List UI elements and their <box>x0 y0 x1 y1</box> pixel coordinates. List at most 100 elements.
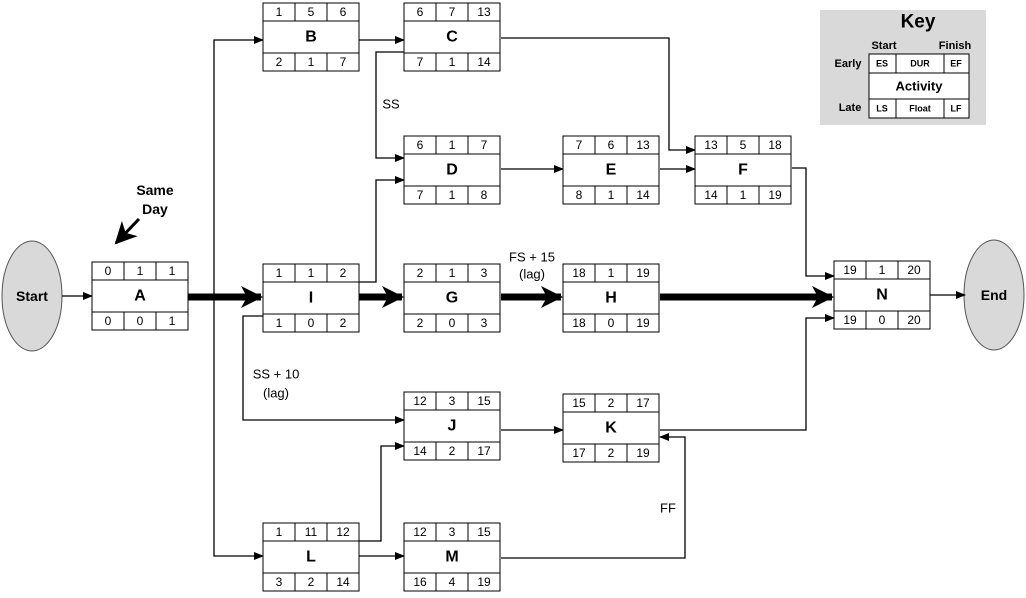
activity-i-es: 1 <box>276 266 283 280</box>
activity-h-lf: 19 <box>636 316 650 330</box>
edge-m-k-ff <box>501 433 686 559</box>
activity-f-es: 13 <box>704 138 718 152</box>
activity-n-lf: 20 <box>907 313 921 327</box>
activity-n-dur: 1 <box>879 263 886 277</box>
activity-i-lf: 2 <box>340 316 347 330</box>
activity-j-lf: 17 <box>477 444 491 458</box>
activity-e-ef: 13 <box>636 138 650 152</box>
edge-i-j-ss <box>242 315 405 424</box>
activity-b-lf: 7 <box>340 55 347 69</box>
activity-l-ls: 3 <box>276 575 283 589</box>
key-late-label: Late <box>839 102 862 114</box>
key-early-label: Early <box>835 58 863 70</box>
activity-k-ls: 17 <box>572 446 586 460</box>
activity-g-es: 2 <box>417 266 424 280</box>
activity-d-float: 1 <box>449 188 456 202</box>
activity-m-float: 4 <box>449 575 456 589</box>
edge-k-n <box>660 314 835 431</box>
key-activity: Activity <box>896 79 944 94</box>
activity-f-dur: 5 <box>740 138 747 152</box>
activity-b-name: B <box>305 29 317 46</box>
activity-d-dur: 1 <box>449 138 456 152</box>
same-day-label-line2: Day <box>142 201 168 217</box>
activity-a-dur: 1 <box>137 264 144 278</box>
activity-n-ef: 20 <box>907 263 921 277</box>
activity-h-float: 0 <box>608 316 615 330</box>
key-float: Float <box>909 104 931 114</box>
key-legend: Key Start Finish Early Late ES DUR EF Ac… <box>820 10 986 125</box>
activity-l-ef: 12 <box>336 525 350 539</box>
activity-h-ls: 18 <box>572 316 586 330</box>
activity-g-dur: 1 <box>449 266 456 280</box>
activity-d-name: D <box>446 162 458 179</box>
activity-d-ef: 7 <box>481 138 488 152</box>
activity-e-ls: 8 <box>576 188 583 202</box>
fs-lag-label-line2: (lag) <box>519 267 545 282</box>
activity-i-ls: 1 <box>276 316 283 330</box>
activity-k-float: 2 <box>608 446 615 460</box>
activity-c-name: C <box>446 29 458 46</box>
activity-c-es: 6 <box>417 5 424 19</box>
key-ls: LS <box>876 104 888 114</box>
activity-g-name: G <box>446 290 458 307</box>
edge-l-j <box>359 442 405 542</box>
activity-l-lf: 14 <box>336 575 350 589</box>
activity-j-ef: 15 <box>477 394 491 408</box>
activity-a-ls: 0 <box>105 314 112 328</box>
activity-m-es: 12 <box>413 525 427 539</box>
activity-n-es: 19 <box>843 263 857 277</box>
activity-a-float: 0 <box>137 314 144 328</box>
activity-m-dur: 3 <box>449 525 456 539</box>
activity-c-ls: 7 <box>417 55 424 69</box>
end-node: End <box>963 239 1025 351</box>
activity-h-name: H <box>605 290 617 307</box>
edge-a-l <box>213 296 264 560</box>
activity-f-name: F <box>738 162 748 179</box>
ss-lag-label-line1: SS + 10 <box>253 367 300 382</box>
activity-g-ls: 2 <box>417 316 424 330</box>
activity-l-name: L <box>306 549 316 566</box>
activity-g-lf: 3 <box>481 316 488 330</box>
edge-i-d <box>359 176 405 283</box>
activity-i-ef: 2 <box>340 266 347 280</box>
fs-lag-label-line1: FS + 15 <box>509 250 555 265</box>
edge-f-n <box>792 167 835 280</box>
activity-f-float: 1 <box>740 188 747 202</box>
same-day-arrow <box>114 217 141 245</box>
activity-b-float: 1 <box>308 55 315 69</box>
connectors <box>62 36 966 560</box>
activity-e-name: E <box>606 162 617 179</box>
activity-m-name: M <box>445 549 458 566</box>
activity-b-ef: 6 <box>340 5 347 19</box>
activity-h-es: 18 <box>572 266 586 280</box>
activity-j-dur: 3 <box>449 394 456 408</box>
start-label: Start <box>16 288 48 304</box>
activity-a-lf: 1 <box>169 314 176 328</box>
activity-f-ef: 18 <box>768 138 782 152</box>
activity-d-ls: 7 <box>417 188 424 202</box>
ss-label: SS <box>382 97 400 112</box>
activity-f-ls: 14 <box>704 188 718 202</box>
key-dur: DUR <box>910 59 930 69</box>
activity-k-dur: 2 <box>608 396 615 410</box>
activity-j-float: 2 <box>449 444 456 458</box>
activity-j-name: J <box>448 418 457 435</box>
key-finish-label: Finish <box>939 40 972 52</box>
activity-h-ef: 19 <box>636 266 650 280</box>
activity-m-ls: 16 <box>413 575 427 589</box>
activity-k-ef: 17 <box>636 396 650 410</box>
activity-n-float: 0 <box>879 313 886 327</box>
key-lf: LF <box>951 104 962 114</box>
activity-b-ls: 2 <box>276 55 283 69</box>
activity-b-dur: 5 <box>308 5 315 19</box>
